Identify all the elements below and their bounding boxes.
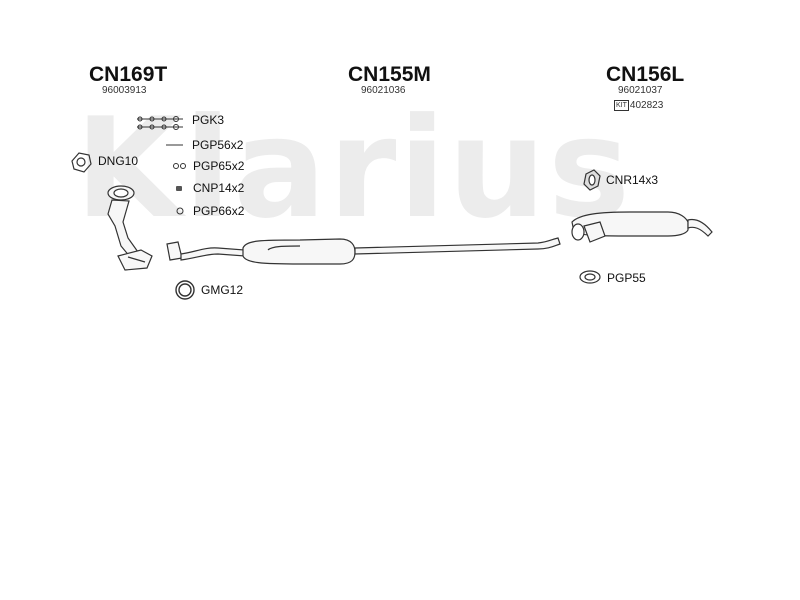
middle-section-ref: 96021036: [361, 85, 406, 96]
clamp-icon: [176, 186, 182, 191]
rear-kit-ref: 402823: [629, 100, 664, 111]
rear-section-ref: 96021037: [618, 85, 663, 96]
nut-icon: [173, 163, 186, 169]
bolt-kit-icon: [137, 116, 183, 130]
part-label-cnr: CNR14x3: [606, 173, 659, 187]
front-pipe-shape: [107, 185, 153, 271]
rubber-mount-icon: [583, 169, 601, 191]
ring-icon: [175, 280, 195, 300]
middle-silencer-shape: [166, 237, 561, 265]
brand-watermark: Klarius: [75, 88, 633, 249]
part-label-pgp65: PGP65x2: [193, 159, 245, 173]
rear-silencer-shape: [571, 211, 713, 243]
front-section-code: CN169T: [89, 63, 168, 86]
part-label-cnp: CNP14x2: [193, 181, 245, 195]
part-label-pgk: PGK3: [192, 113, 225, 127]
middle-section-code: CN155M: [348, 63, 431, 86]
part-label-pgp55: PGP55: [607, 271, 646, 285]
part-label-gmg: GMG12: [201, 283, 244, 297]
rear-gasket-icon: [579, 270, 601, 284]
washer-icon: [176, 207, 184, 215]
kit-icon: KIT: [614, 100, 629, 111]
part-label-pgp66: PGP66x2: [193, 204, 245, 218]
front-section-ref: 96003913: [102, 85, 147, 96]
gasket-icon: [71, 152, 92, 173]
rear-section-code: CN156L: [606, 63, 685, 86]
part-label-dng: DNG10: [98, 154, 139, 168]
part-label-pgp56: PGP56x2: [192, 138, 244, 152]
